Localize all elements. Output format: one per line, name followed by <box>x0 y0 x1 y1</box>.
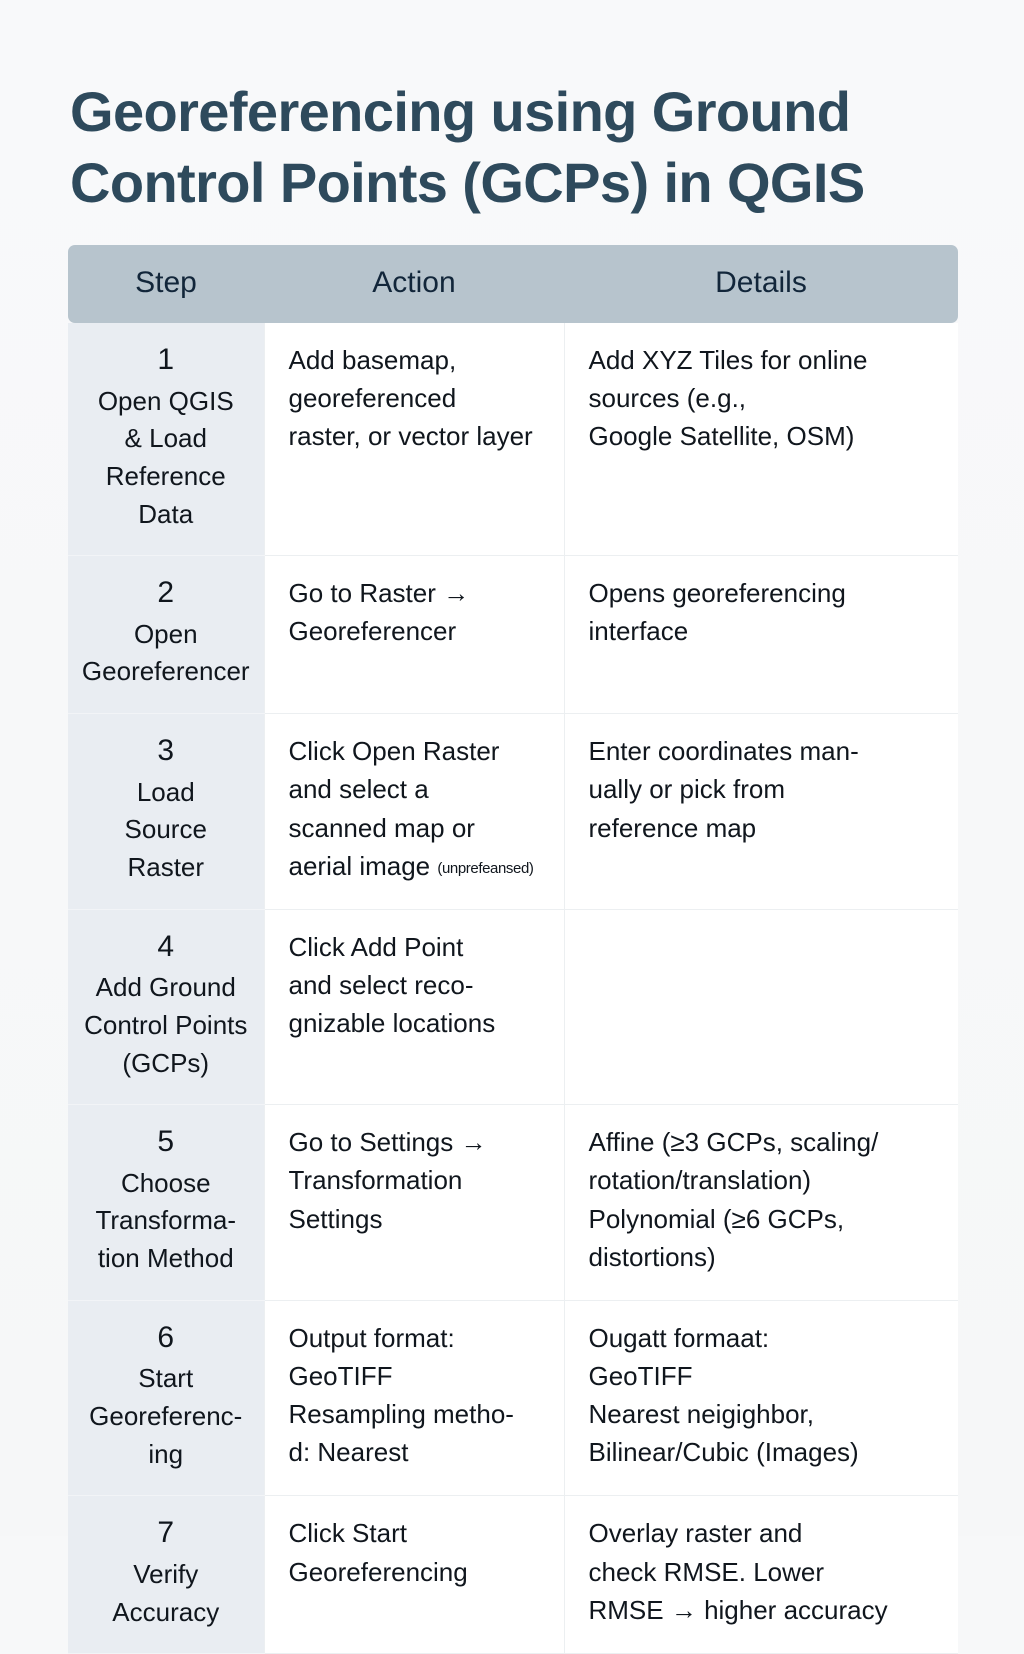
step-label: Start Georeferenc- ing <box>89 1363 243 1469</box>
details-cell: Affine (≥3 GCPs, scaling/ rotation/trans… <box>564 1104 958 1301</box>
step-label: Load Source Raster <box>124 776 207 882</box>
action-text: Go to Raster → Georeferencer <box>288 578 470 647</box>
details-text: Affine (≥3 GCPs, scaling/ rotation/trans… <box>588 1127 879 1272</box>
action-cell: Go to Raster → Georeferencer <box>263 555 565 715</box>
action-text: Go to Settings → Transformation Settings <box>288 1127 487 1234</box>
action-cell: Click Open Raster and select a scanned m… <box>263 713 565 910</box>
step-cell: 4 Add Ground Control Points (GCPs) <box>68 909 264 1106</box>
table-header-row: Step Action Details <box>68 245 958 323</box>
details-cell <box>564 909 958 1106</box>
action-cell: Output format: GeoTIFF Resampling metho-… <box>263 1300 565 1497</box>
step-cell: 1 Open QGIS & Load Reference Data <box>68 323 264 557</box>
details-text: Overlay raster and check RMSE. Lower RMS… <box>588 1518 888 1625</box>
step-number: 2 <box>157 576 175 610</box>
details-cell: Enter coordinates man- ually or pick fro… <box>564 713 958 910</box>
details-cell: Ougatt formaat: GeoTIFF Nearest neigighb… <box>564 1300 958 1497</box>
step-cell: 3 Load Source Raster <box>68 713 264 910</box>
action-cell: Go to Settings → Transformation Settings <box>263 1104 565 1301</box>
action-text: Click Add Point and select reco- gnizabl… <box>288 931 496 1039</box>
table-row: 6 Start Georeferenc- ing Output format: … <box>68 1300 958 1497</box>
details-cell: Opens georeferencing interface <box>564 555 958 715</box>
page-title: Georeferencing using Ground Control Poin… <box>70 80 865 215</box>
action-text: Output format: GeoTIFF Resampling metho-… <box>288 1322 514 1468</box>
table-row: 3 Load Source Raster Click Open Raster a… <box>68 713 958 910</box>
step-label: Verify Accuracy <box>112 1558 220 1627</box>
action-text: Click Start Georeferencing <box>288 1518 468 1587</box>
column-header-action: Action <box>264 245 564 323</box>
step-number: 5 <box>157 1125 175 1159</box>
step-cell: 7 Verify Accuracy <box>68 1495 264 1654</box>
column-header-step: Step <box>68 245 264 323</box>
action-cell: Add basemap, georeferenced raster, or ve… <box>263 323 565 557</box>
table-row: 2 Open Georeferencer Go to Raster → Geor… <box>68 555 958 715</box>
step-label: Add Ground Control Points (GCPs) <box>84 972 248 1078</box>
details-cell: Overlay raster and check RMSE. Lower RMS… <box>564 1495 958 1654</box>
table-row: 4 Add Ground Control Points (GCPs) Click… <box>68 909 958 1106</box>
action-cell: Click Start Georeferencing <box>263 1495 565 1654</box>
table-row: 5 Choose Transforma- tion Method Go to S… <box>68 1104 958 1301</box>
action-cell: Click Add Point and select reco- gnizabl… <box>263 909 565 1106</box>
table-row: 1 Open QGIS & Load Reference Data Add ba… <box>68 323 958 557</box>
column-header-details: Details <box>564 245 958 323</box>
step-cell: 2 Open Georeferencer <box>68 555 264 715</box>
step-number: 7 <box>157 1516 175 1550</box>
step-cell: 6 Start Georeferenc- ing <box>68 1300 264 1497</box>
details-text: Opens georeferencing interface <box>588 578 846 647</box>
details-text: Enter coordinates man- ually or pick fro… <box>588 736 859 843</box>
step-cell: 5 Choose Transforma- tion Method <box>68 1104 264 1301</box>
action-text: Add basemap, georeferenced raster, or ve… <box>288 345 533 452</box>
step-label: Choose Transforma- tion Method <box>95 1167 237 1274</box>
step-number: 1 <box>157 343 175 376</box>
table-body: 1 Open QGIS & Load Reference Data Add ba… <box>68 323 958 1654</box>
step-number: 3 <box>157 734 175 768</box>
action-text: Click Open Raster and select a scanned m… <box>288 736 500 881</box>
step-label: Open QGIS & Load Reference Data <box>97 385 234 529</box>
action-note: (unprefeansed) <box>437 859 534 877</box>
step-number: 6 <box>157 1320 175 1354</box>
details-cell: Add XYZ Tiles for online sources (e.g., … <box>564 323 958 557</box>
step-label: Open Georeferencer <box>81 618 250 687</box>
georeferencing-steps-table: Step Action Details 1 Open QGIS & Load R… <box>68 245 958 1654</box>
details-text: Ougatt formaat: GeoTIFF Nearest neigighb… <box>588 1322 859 1468</box>
table-row: 7 Verify Accuracy Click Start Georeferen… <box>68 1495 958 1654</box>
step-number: 4 <box>157 929 175 963</box>
details-text: Add XYZ Tiles for online sources (e.g., … <box>588 345 868 452</box>
